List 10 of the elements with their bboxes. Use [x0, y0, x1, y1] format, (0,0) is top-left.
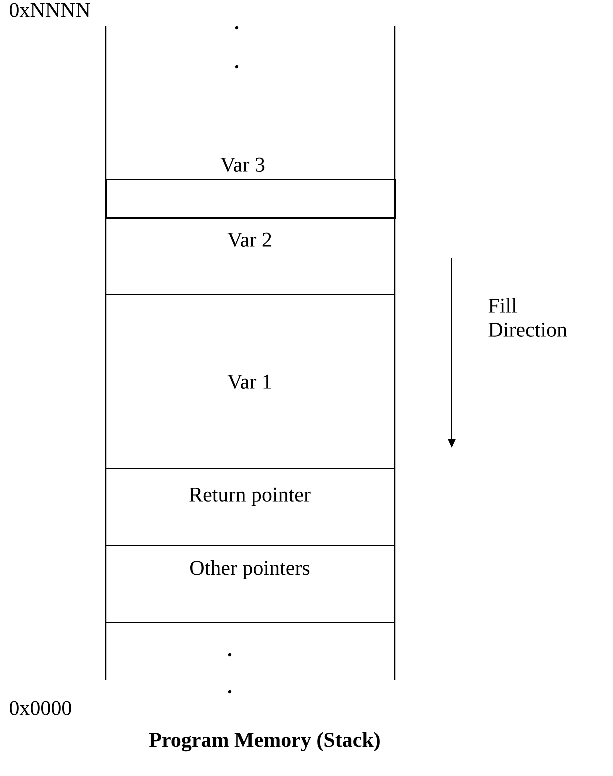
direction-label: Fill Direction	[488, 298, 568, 337]
memory-slot: Return pointer	[106, 468, 396, 546]
memory-slot: Other pointers	[106, 546, 396, 624]
address-label: 0xNNNN	[10, 3, 90, 18]
address-label: 0x0000	[10, 701, 72, 716]
memory-slot: Var 2	[106, 218, 396, 296]
memory-slot: Var 1	[106, 294, 396, 470]
slot-label: Var 3	[220, 158, 265, 172]
memory-slot	[106, 179, 396, 219]
caption: Program Memory (Stack)	[150, 732, 380, 752]
